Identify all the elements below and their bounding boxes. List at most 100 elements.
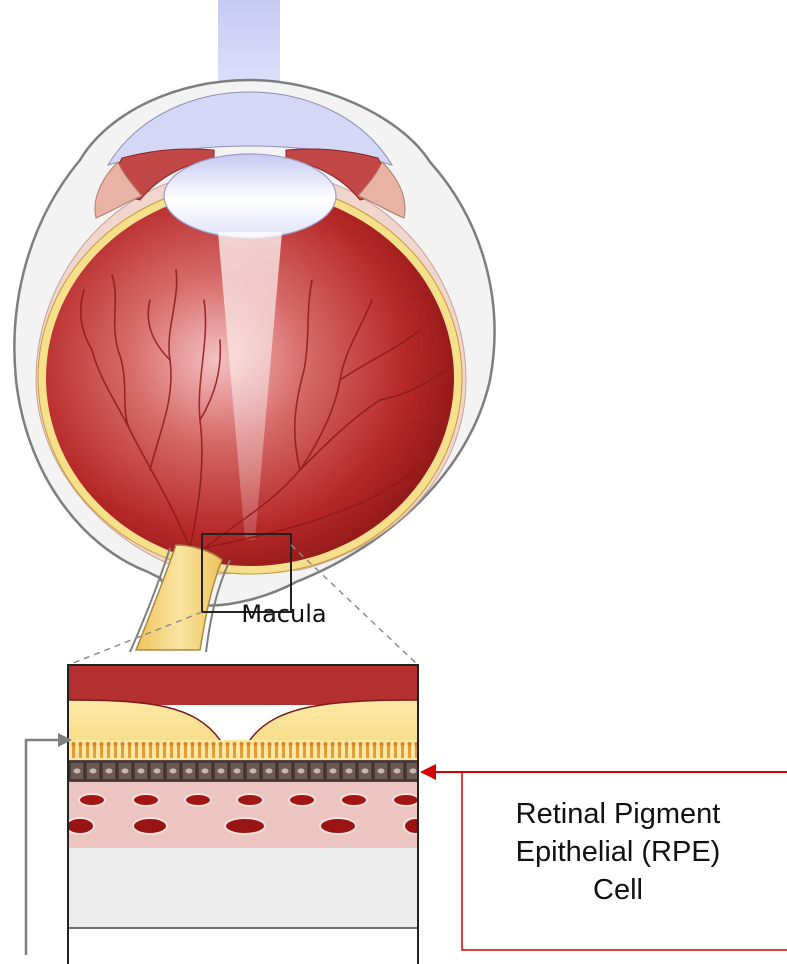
photoreceptor — [387, 744, 390, 758]
photoreceptor — [233, 744, 236, 758]
choroid-vessel — [133, 818, 167, 834]
photoreceptor-tip — [380, 742, 384, 746]
photoreceptor — [345, 744, 348, 758]
rpe-nucleus — [266, 769, 273, 774]
photoreceptor — [338, 744, 341, 758]
photoreceptor — [191, 744, 194, 758]
photoreceptor — [170, 744, 173, 758]
photoreceptor — [128, 744, 131, 758]
photoreceptor-tip — [198, 742, 202, 746]
photoreceptor — [240, 744, 243, 758]
choroid-vessel — [225, 818, 265, 834]
rpe-nucleus — [202, 769, 209, 774]
photoreceptor-tip — [324, 742, 328, 746]
photoreceptor — [86, 744, 89, 758]
photoreceptor-tip — [366, 742, 370, 746]
choroid-vessel — [133, 794, 159, 806]
rpe-nucleus — [170, 769, 177, 774]
photoreceptor-tip — [107, 742, 111, 746]
photoreceptor-tip — [261, 742, 265, 746]
rpe-label: Retinal Pigment Epithelial (RPE) Cell — [462, 795, 774, 909]
photoreceptor — [163, 744, 166, 758]
photoreceptor — [282, 744, 285, 758]
photoreceptor — [296, 744, 299, 758]
rpe-nucleus — [410, 769, 417, 774]
rpe-nucleus — [154, 769, 161, 774]
photoreceptor-tip — [79, 742, 83, 746]
photoreceptor — [261, 744, 264, 758]
rpe-nucleus — [218, 769, 225, 774]
photoreceptor-tip — [338, 742, 342, 746]
photoreceptor — [114, 744, 117, 758]
photoreceptor-tip — [170, 742, 174, 746]
photoreceptor-tip — [191, 742, 195, 746]
photoreceptor-tip — [121, 742, 125, 746]
photoreceptor-tip — [72, 742, 76, 746]
photoreceptor — [324, 744, 327, 758]
photoreceptor — [93, 744, 96, 758]
photoreceptor-tip — [233, 742, 237, 746]
photoreceptor — [317, 744, 320, 758]
choroid-vessel — [79, 794, 105, 806]
photoreceptor — [79, 744, 82, 758]
photoreceptor-tip — [289, 742, 293, 746]
photoreceptor-tip — [86, 742, 90, 746]
photoreceptor — [366, 744, 369, 758]
rpe-nucleus — [138, 769, 145, 774]
rpe-nucleus — [122, 769, 129, 774]
photoreceptor-tip — [247, 742, 251, 746]
photoreceptor-tip — [394, 742, 398, 746]
photoreceptor-tip — [303, 742, 307, 746]
layer-sclera — [68, 848, 418, 928]
photoreceptor — [135, 744, 138, 758]
rpe-nucleus — [378, 769, 385, 774]
photoreceptor — [380, 744, 383, 758]
photoreceptor-tip — [184, 742, 188, 746]
choroid-vessel — [393, 794, 419, 806]
photoreceptor-tip — [135, 742, 139, 746]
rpe-nucleus — [394, 769, 401, 774]
layer-choroid — [68, 782, 418, 848]
photoreceptor-tip — [331, 742, 335, 746]
photoreceptor-tip — [317, 742, 321, 746]
photoreceptor — [184, 744, 187, 758]
photoreceptor — [142, 744, 145, 758]
photoreceptor-tip — [310, 742, 314, 746]
photoreceptor — [177, 744, 180, 758]
photoreceptor-tip — [142, 742, 146, 746]
photoreceptor — [331, 744, 334, 758]
choroid-vessel — [404, 818, 428, 834]
photoreceptor-tip — [268, 742, 272, 746]
rpe-nucleus — [186, 769, 193, 774]
photoreceptor — [149, 744, 152, 758]
photoreceptor-tip — [282, 742, 286, 746]
photoreceptor — [401, 744, 404, 758]
photoreceptor-tip — [149, 742, 153, 746]
rpe-nucleus — [298, 769, 305, 774]
photoreceptor-tip — [177, 742, 181, 746]
rpe-nucleus — [346, 769, 353, 774]
photoreceptor — [303, 744, 306, 758]
photoreceptor-tip — [352, 742, 356, 746]
photoreceptor-tip — [100, 742, 104, 746]
photoreceptor — [289, 744, 292, 758]
photoreceptor-tip — [163, 742, 167, 746]
photoreceptor-tip — [93, 742, 97, 746]
photoreceptor-tip — [254, 742, 258, 746]
photoreceptor — [100, 744, 103, 758]
photoreceptor — [156, 744, 159, 758]
rpe-label-line-2: Epithelial (RPE) — [462, 833, 774, 871]
photoreceptor — [254, 744, 257, 758]
choroid-vessel — [66, 818, 94, 834]
rpe-label-line-3: Cell — [462, 871, 774, 909]
photoreceptor-tip — [359, 742, 363, 746]
photoreceptor-tip — [345, 742, 349, 746]
choroid-vessel — [341, 794, 367, 806]
rpe-nucleus — [282, 769, 289, 774]
macula-label: Macula — [229, 600, 339, 628]
photoreceptor-tip — [212, 742, 216, 746]
photoreceptor — [107, 744, 110, 758]
photoreceptor-tip — [128, 742, 132, 746]
photoreceptor-tip — [408, 742, 412, 746]
photoreceptor-tip — [240, 742, 244, 746]
